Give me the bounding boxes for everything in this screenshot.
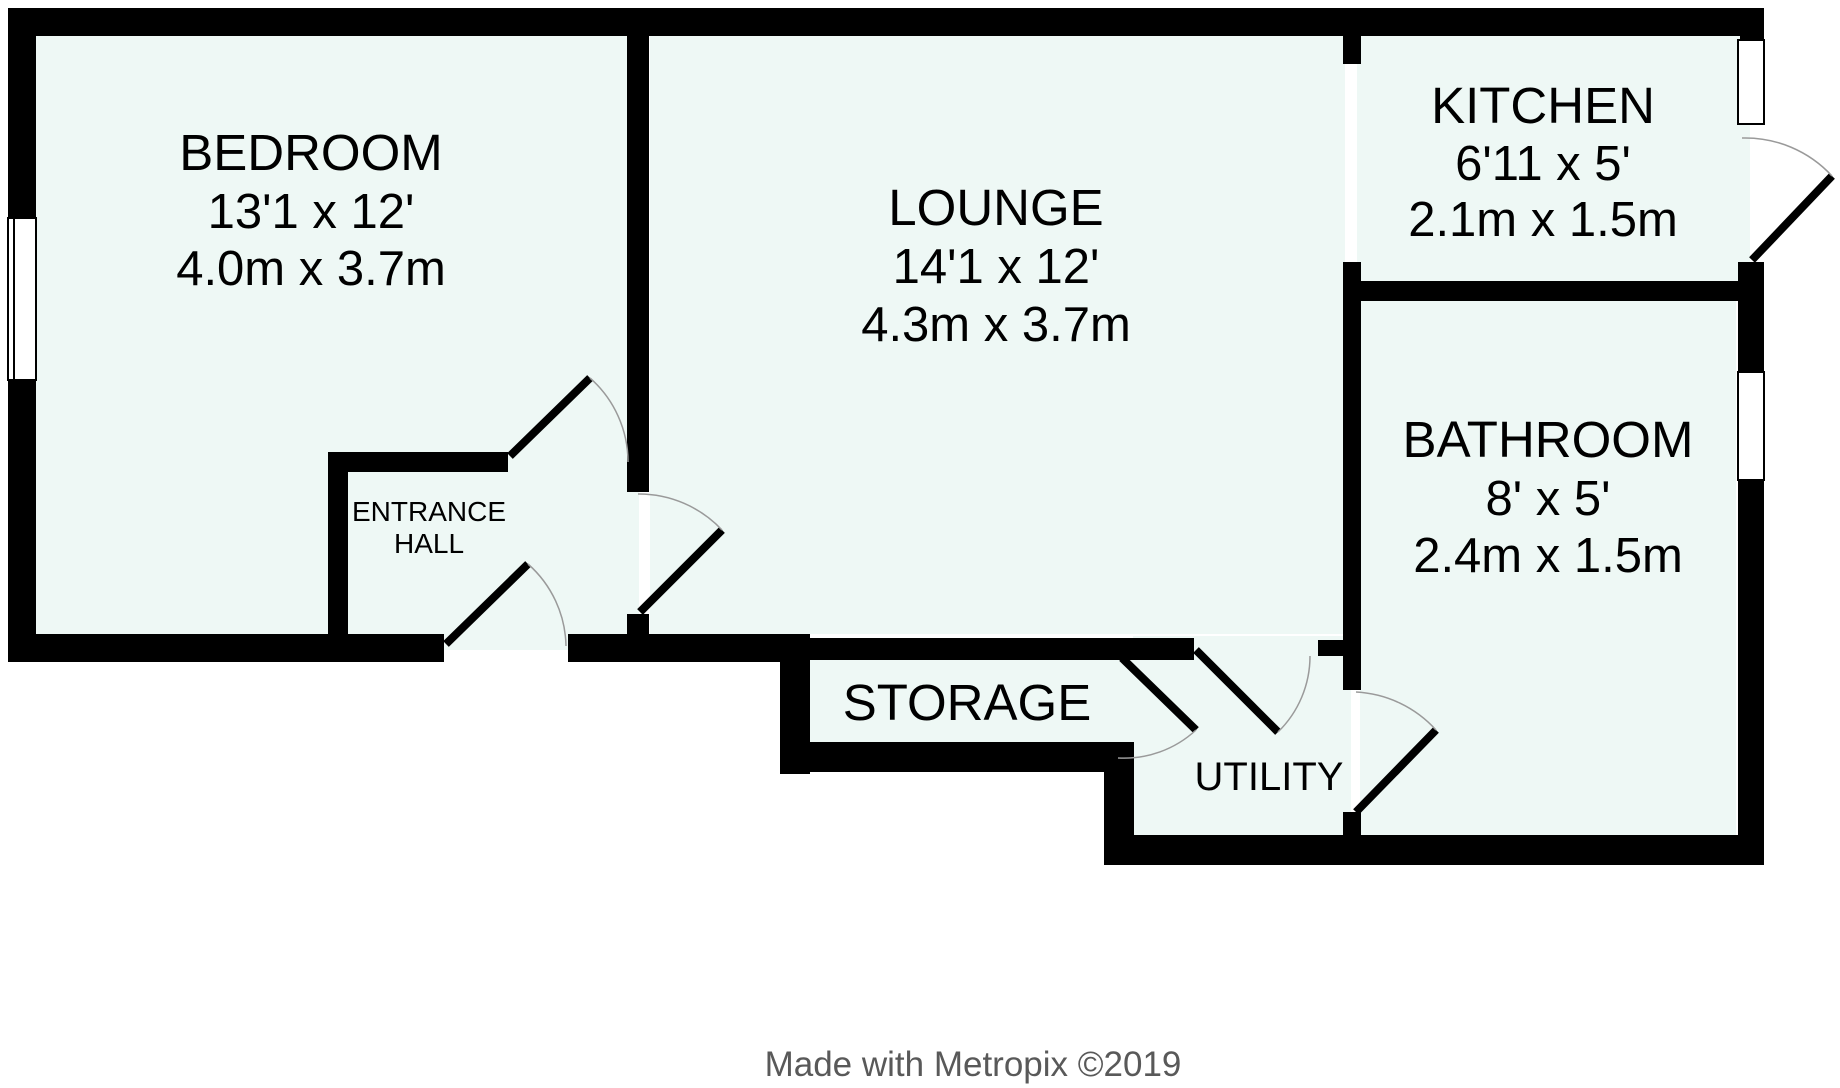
entrance-hall-floor: [347, 468, 639, 650]
wall-hall-top: [328, 452, 508, 472]
window-kitchen: [1737, 39, 1765, 125]
kitchen-floor: [1357, 36, 1750, 284]
kitchen-metric: 2.1m x 1.5m: [1408, 193, 1678, 247]
wall-top: [8, 8, 1764, 36]
door-kitchen-leaf: [1749, 173, 1835, 263]
bathroom-imperial: 8' x 5': [1486, 472, 1611, 526]
wall-bottom-right: [1104, 835, 1764, 865]
room-floors: [36, 36, 1750, 835]
wall-utility-bath-lower: [1343, 812, 1361, 842]
utility-floor: [1133, 636, 1351, 835]
door-storage-leaf: [1119, 655, 1199, 733]
lounge-metric: 4.3m x 3.7m: [861, 298, 1131, 352]
doors: [443, 137, 1835, 815]
wall-right-lower: [1738, 480, 1764, 865]
door-bathroom-arc: [1355, 691, 1437, 731]
kitchen-name: KITCHEN: [1431, 77, 1655, 134]
bedroom-label: BEDROOM 13'1 x 12' 4.0m x 3.7m: [176, 124, 446, 296]
door-bedroom-leaf: [507, 375, 593, 459]
wall-utility-stub: [1318, 640, 1348, 656]
wall-right-top: [1740, 8, 1764, 42]
windows: [7, 39, 1765, 481]
door-lounge-arc: [637, 493, 723, 531]
entrance-hall-line1: ENTRANCE: [352, 496, 506, 527]
bedroom-name: BEDROOM: [179, 124, 443, 181]
bathroom-name: BATHROOM: [1403, 411, 1694, 468]
wall-lounge-kitchen-upper: [1343, 36, 1361, 64]
window-bathroom: [1737, 371, 1765, 481]
lounge-name: LOUNGE: [888, 179, 1103, 236]
credit-text: Made with Metropix ©2019: [765, 1045, 1182, 1084]
wall-divider-stub: [627, 614, 649, 636]
wall-bottom-hall: [568, 634, 810, 662]
wall-left-upper: [8, 8, 36, 218]
kitchen-label: KITCHEN 6'11 x 5' 2.1m x 1.5m: [1408, 77, 1678, 247]
wall-bottom-bedroom: [8, 634, 444, 662]
door-utility-leaf: [1193, 647, 1281, 735]
walls: [8, 8, 1764, 865]
door-entrance-leaf: [443, 561, 531, 647]
lounge-label: LOUNGE 14'1 x 12' 4.3m x 3.7m: [861, 179, 1131, 352]
kitchen-imperial: 6'11 x 5': [1455, 137, 1631, 191]
wall-utility-left: [1104, 758, 1134, 865]
storage-label: STORAGE: [843, 674, 1091, 731]
entrance-hall-line2: HALL: [394, 528, 464, 559]
wall-lounge-kitchen-lower: [1343, 262, 1361, 634]
door-bathroom-leaf: [1353, 727, 1439, 815]
door-utility-arc: [1277, 655, 1311, 733]
door-entrance-arc: [527, 563, 567, 647]
door-bedroom-arc: [589, 377, 629, 463]
bathroom-metric: 2.4m x 1.5m: [1413, 529, 1683, 583]
wall-hall-left: [328, 452, 348, 642]
wall-right-mid: [1738, 262, 1764, 372]
wall-left-lower: [8, 380, 36, 662]
door-storage-arc: [1117, 729, 1197, 759]
wall-kitchen-bathroom: [1343, 281, 1753, 301]
window-bedroom: [7, 217, 37, 381]
wall-bottom-lounge: [782, 638, 1194, 660]
bedroom-imperial: 13'1 x 12': [208, 185, 415, 239]
wall-bedroom-lounge: [627, 36, 649, 492]
lounge-floor: [650, 36, 1345, 634]
storage-floor: [808, 654, 1138, 742]
bedroom-metric: 4.0m x 3.7m: [176, 242, 446, 296]
lounge-imperial: 14'1 x 12': [893, 240, 1100, 294]
utility-label: UTILITY: [1195, 755, 1344, 799]
door-kitchen-arc: [1741, 137, 1833, 177]
bathroom-label: BATHROOM 8' x 5' 2.4m x 1.5m: [1403, 411, 1694, 583]
door-lounge-leaf: [637, 527, 725, 615]
entrance-hall-label: ENTRANCE HALL: [352, 496, 506, 559]
wall-storage-bottom: [780, 742, 1134, 772]
